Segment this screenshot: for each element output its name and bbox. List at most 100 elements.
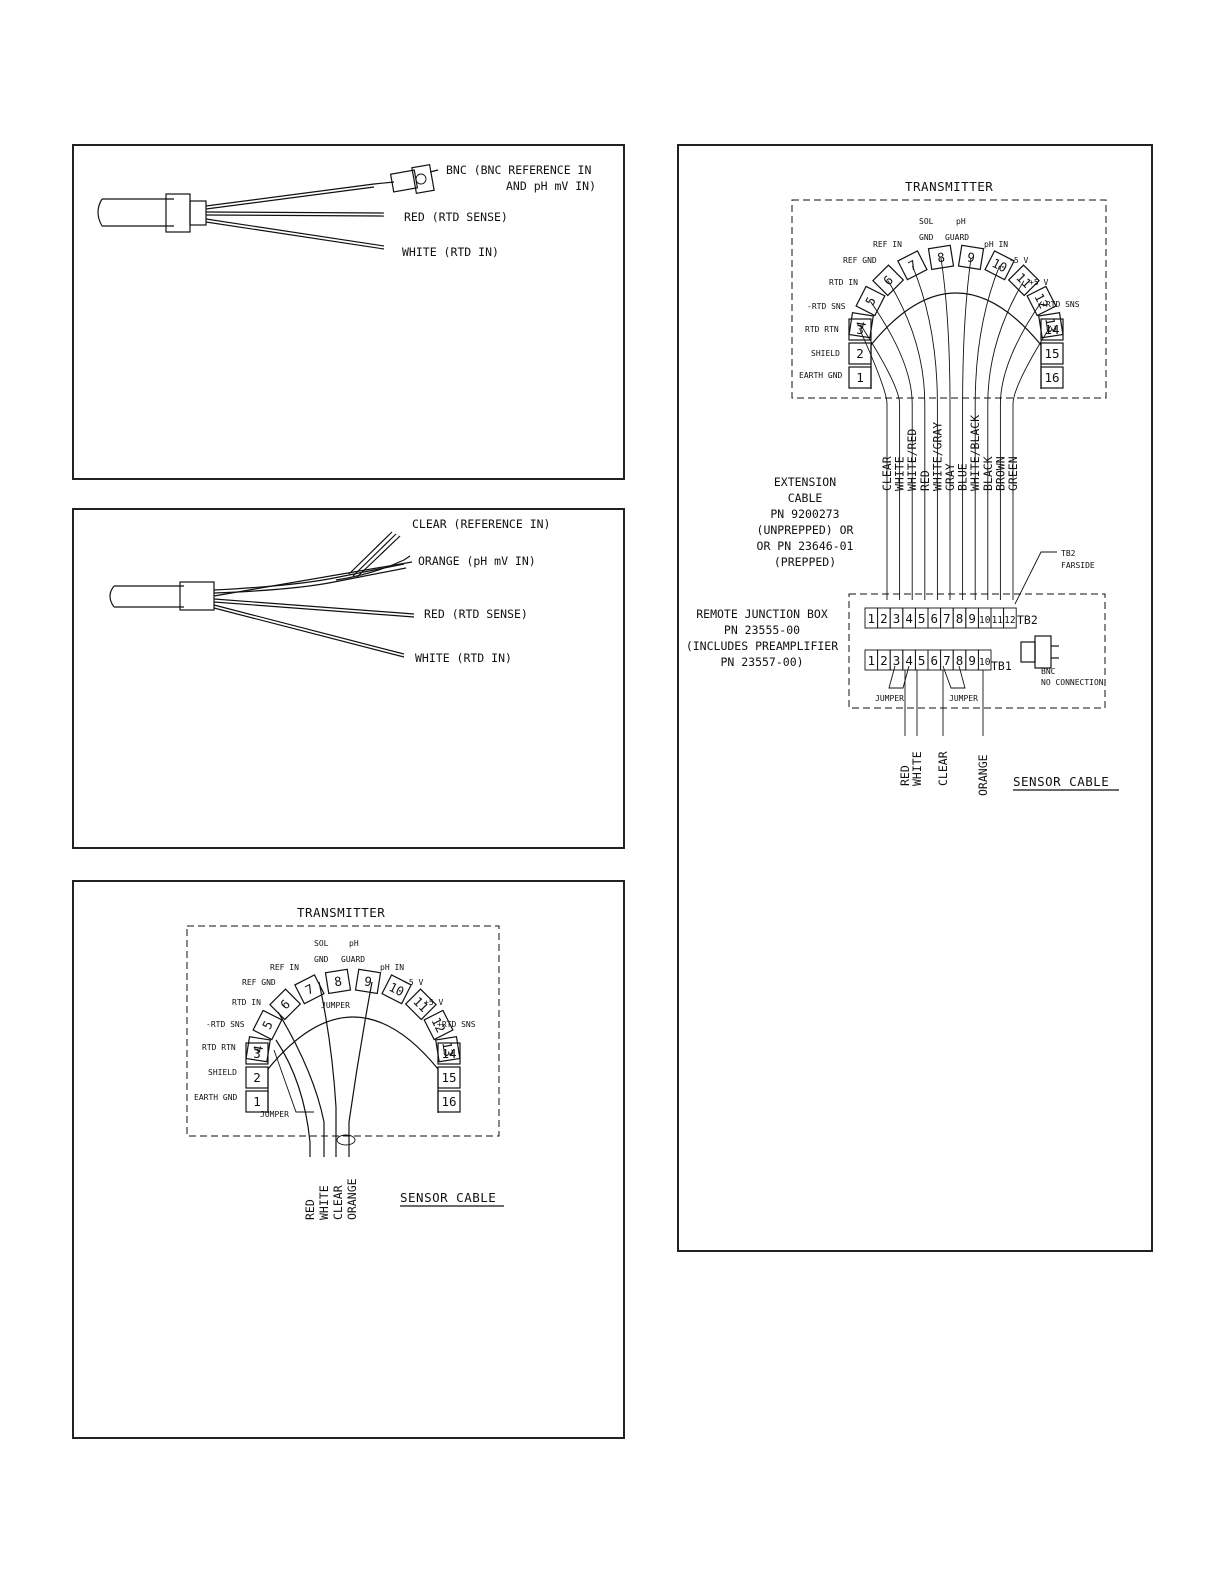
- wire-color-label: WHITE/BLACK: [968, 415, 982, 491]
- terminal-1: 1: [864, 649, 879, 671]
- rjb-line1: REMOTE JUNCTION BOX: [696, 607, 828, 621]
- terminal-6: 6: [872, 264, 905, 297]
- wire-color-label: GREEN: [1006, 456, 1020, 491]
- white-wire: [213, 604, 405, 655]
- terminal-number: 12: [428, 1015, 448, 1035]
- tb2-label: TB2: [1017, 613, 1038, 627]
- red-wire-label: RED (RTD SENSE): [404, 210, 508, 224]
- terminal-number: 7: [943, 611, 951, 626]
- terminal-5: 5: [914, 607, 929, 629]
- terminal-2: 2: [245, 1066, 269, 1089]
- jumper-label-right: JUMPER: [949, 694, 978, 703]
- no-connection-label: NO CONNECTION: [1041, 678, 1104, 687]
- red-wire: [205, 211, 385, 214]
- terminal-number: 6: [931, 611, 939, 626]
- terminal-9: 9: [965, 649, 979, 671]
- terminal-number: 6: [277, 996, 293, 1012]
- terminal-12: 12: [1003, 607, 1017, 629]
- bnc-connector-icon: [373, 163, 439, 195]
- terminal-1: 1: [848, 366, 872, 389]
- terminal-number: 16: [1044, 370, 1059, 385]
- terminal-8: 8: [324, 968, 352, 995]
- label-rtd-rtn: RTD RTN: [805, 325, 839, 334]
- extension-line4: (UNPREPPED) OR: [757, 523, 854, 537]
- extension-wire: [912, 265, 938, 600]
- terminal-8: 8: [927, 244, 955, 271]
- terminal-9: 9: [354, 968, 382, 995]
- label-guard: GUARD: [945, 233, 969, 242]
- terminal-7: 7: [897, 250, 928, 281]
- label-ref-gnd: REF GND: [242, 978, 276, 987]
- terminal-6: 6: [269, 988, 302, 1021]
- terminal-12: 12: [423, 1009, 454, 1041]
- rjb-line2: PN 23555-00: [724, 623, 800, 637]
- terminal-number: 5: [918, 611, 926, 626]
- extension-wire: [860, 325, 901, 600]
- terminal-number: 10: [989, 255, 1009, 275]
- terminal-number: 5: [862, 294, 879, 308]
- sensor-cable-title: SENSOR CABLE: [400, 1190, 496, 1205]
- terminal-number: 3: [253, 1046, 261, 1061]
- terminal-14: 14: [437, 1042, 461, 1065]
- terminal-labels: EARTH GND SHIELD RTD RTN -RTD SNS RTD IN…: [799, 217, 1080, 380]
- terminal-15: 15: [1040, 342, 1064, 365]
- terminal-16: 16: [437, 1090, 461, 1113]
- terminal-number: 15: [1044, 346, 1059, 361]
- terminal-number: 6: [931, 653, 939, 668]
- terminal-number: 9: [968, 611, 976, 626]
- label-rtd-in: RTD IN: [232, 998, 261, 1007]
- extension-wire: [887, 280, 926, 600]
- orange-wire: [213, 561, 413, 597]
- extension-line3: PN 9200273: [770, 507, 839, 521]
- extension-wire-color-labels: CLEARWHITEWHITE/REDREDWHITE/GRAYGRAYBLUE…: [880, 415, 1020, 491]
- terminal-number: 16: [441, 1094, 456, 1109]
- wire-color-label: BLUE: [956, 463, 970, 491]
- four-wire-cable-drawing: CLEAR (REFERENCE IN) ORANGE (pH mV IN) R…: [109, 517, 550, 665]
- sensor-cable-title: SENSOR CABLE: [1013, 774, 1109, 789]
- bnc-label: BNC: [1041, 667, 1056, 676]
- terminal-3: 3: [889, 607, 904, 629]
- wire-color-label: RED: [918, 470, 932, 491]
- red-wire-label: RED (RTD SENSE): [424, 607, 528, 621]
- label-ph-in: pH IN: [984, 240, 1008, 249]
- label-pos-5v: +5 V: [424, 998, 443, 1007]
- terminal-10: 10: [977, 607, 992, 629]
- sensor-wire-label-white: WHITE: [317, 1185, 331, 1220]
- terminal-number: 4: [905, 611, 913, 626]
- extension-wire: [974, 265, 1000, 600]
- label-shield: SHIELD: [811, 349, 840, 358]
- terminal-number: 9: [363, 973, 373, 989]
- terminal-6: 6: [927, 649, 942, 671]
- extension-wire: [940, 257, 951, 600]
- terminal-labels: EARTH GND SHIELD RTD RTN -RTD SNS RTD IN…: [194, 939, 476, 1102]
- terminal-number: 11: [992, 615, 1004, 626]
- terminal-11: 11: [990, 607, 1005, 629]
- extension-line6: (PREPPED): [774, 555, 836, 569]
- wire-color-label: WHITE: [893, 456, 907, 491]
- terminal-5: 5: [252, 1009, 283, 1041]
- terminal-number: 7: [906, 257, 920, 274]
- terminal-7: 7: [940, 649, 954, 671]
- white-wire-label: WHITE (RTD IN): [415, 651, 512, 665]
- terminal-5: 5: [914, 649, 929, 671]
- white-wire-label: WHITE (RTD IN): [402, 245, 499, 259]
- terminal-number: 14: [441, 1046, 456, 1061]
- sensor-wire-label-red: RED: [303, 1199, 317, 1220]
- wire-color-label: GRAY: [943, 463, 957, 491]
- terminal-10: 10: [381, 974, 412, 1005]
- terminal-number: 1: [868, 653, 876, 668]
- sensor-wire-label-orange: ORANGE: [345, 1178, 359, 1220]
- bnc-connector-icon: [1020, 635, 1059, 669]
- terminal-number: 15: [441, 1070, 456, 1085]
- sensor-wire-label-orange: ORANGE: [976, 754, 990, 796]
- extension-line5: OR PN 23646-01: [757, 539, 854, 553]
- label-neg-5v: -5 V: [404, 978, 423, 987]
- terminal-10: 10: [977, 649, 992, 671]
- terminal-number: 2: [856, 346, 864, 361]
- terminal-12: 12: [1026, 285, 1057, 317]
- terminal-number: 8: [956, 611, 964, 626]
